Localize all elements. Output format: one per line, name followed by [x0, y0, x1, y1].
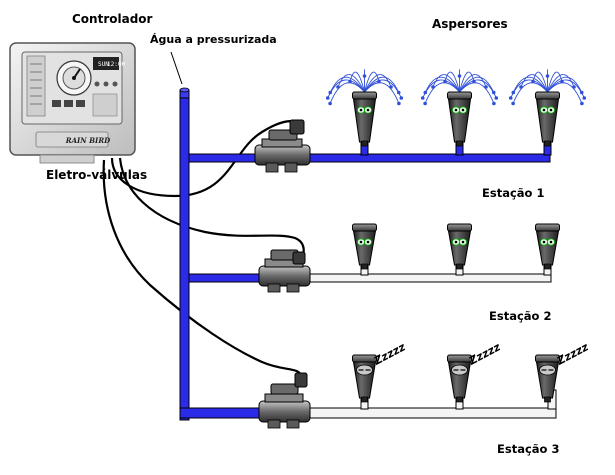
- water-drop-icon: [443, 79, 447, 84]
- sprinkler-head: Zzzzz: [447, 340, 503, 403]
- water-drop-icon: [362, 74, 367, 78]
- water-drop-icon: [511, 90, 516, 95]
- button-icon: [112, 81, 118, 87]
- water-drop-icon: [399, 96, 404, 100]
- station2-pipes: [188, 265, 552, 283]
- control-wires: [102, 120, 305, 379]
- water-spray: [325, 69, 404, 106]
- snore-text: Zzzzz: [371, 340, 408, 368]
- water-drop-icon: [519, 85, 523, 89]
- sleepy-eyes-icon: [451, 364, 468, 376]
- snore-text: Zzzzz: [554, 340, 591, 368]
- water-drop-icon: [328, 101, 332, 106]
- water-drop-icon: [545, 74, 550, 78]
- water-drop-icon: [325, 96, 330, 100]
- display-right: 12:00: [107, 61, 125, 68]
- water-drop-icon: [511, 101, 515, 106]
- valves-label: Eletro-válvulas: [46, 168, 148, 182]
- water-drop-icon: [431, 85, 435, 89]
- water-drop-icon: [580, 101, 584, 106]
- water-spray: [508, 69, 587, 106]
- sprinkler-head: [535, 91, 560, 147]
- sprinkler-head: Zzzzz: [535, 340, 591, 403]
- sprinkler-head: [352, 91, 377, 147]
- water-drop-icon: [531, 79, 535, 84]
- brand-logo: RAIN BIRD: [65, 136, 111, 145]
- water-drop-icon: [494, 96, 499, 100]
- water-drop-icon: [348, 79, 352, 84]
- water-spray: [420, 69, 499, 106]
- sprinkler-head: [352, 223, 377, 270]
- sprinkler-head: [447, 91, 472, 147]
- water-label: Água a pressurizada: [150, 33, 277, 46]
- water-drop-icon: [508, 96, 513, 100]
- sprinkler-head: [447, 223, 472, 270]
- controller-label: Controlador: [72, 12, 153, 26]
- sprinkler-head: [535, 223, 560, 270]
- water-drop-icon: [423, 101, 427, 106]
- snore-text: Zzzzz: [466, 340, 503, 368]
- water-drop-icon: [582, 96, 587, 100]
- controller-display: [93, 57, 119, 70]
- water-drop-icon: [457, 74, 462, 78]
- sprinkler-head: Zzzzz: [352, 340, 408, 403]
- sleepy-eyes-icon: [539, 364, 556, 376]
- water-drop-icon: [420, 96, 425, 100]
- water-drop-icon: [397, 101, 401, 106]
- valve-2: [258, 249, 311, 293]
- valve-1: [254, 119, 311, 173]
- valve-3: [258, 372, 311, 429]
- station2-label: Estação 2: [489, 309, 552, 323]
- sprinklers-label: Aspersores: [432, 17, 508, 31]
- station1-label: Estação 1: [482, 186, 545, 200]
- button-icon: [103, 81, 109, 87]
- water-drop-icon: [423, 90, 428, 95]
- controller: SUN 12:00 RAIN BIRD: [9, 42, 136, 164]
- water-drop-icon: [328, 90, 333, 95]
- water-drop-icon: [336, 85, 340, 89]
- water-drop-icon: [492, 101, 496, 106]
- button-icon: [94, 81, 100, 87]
- station1-pipes: [188, 142, 552, 163]
- display-left: SUN: [98, 61, 109, 68]
- sleepy-eyes-icon: [356, 364, 373, 376]
- sprinklers: Zzzzz Zzzzz Zzzzz: [325, 69, 591, 403]
- station3-label: Estação 3: [497, 442, 560, 456]
- main-supply-pipe: [170, 51, 190, 421]
